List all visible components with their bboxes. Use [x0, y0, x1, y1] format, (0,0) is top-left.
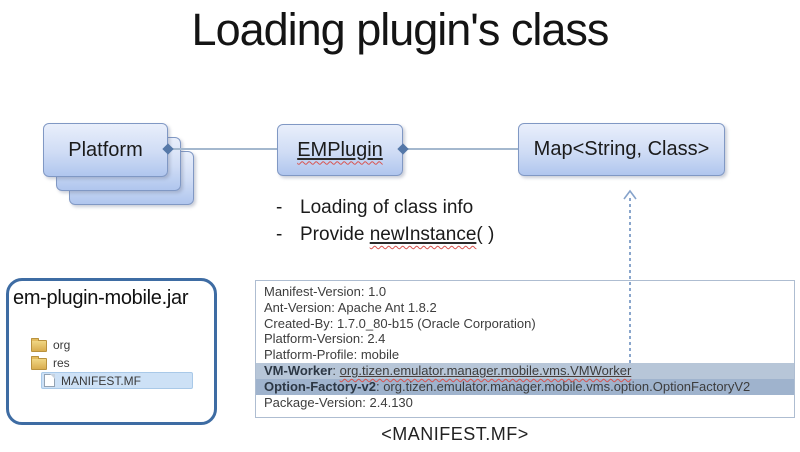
file-icon	[44, 374, 55, 387]
connector-platform-emplugin	[168, 148, 277, 150]
emplugin-underline: EMPlugin	[297, 138, 383, 161]
file-row: org	[31, 336, 207, 354]
manifest-row-value: 1.7.0_80-b15 (Oracle Corporation)	[336, 315, 536, 331]
manifest-row: Ant-Version: Apache Ant 1.8.2	[264, 299, 437, 315]
newinstance-underlined: newInstance	[369, 224, 477, 245]
manifest-row-value: org.tizen.emulator.manager.mobile.vms.VM…	[339, 362, 632, 378]
slide-title: Loading plugin's class	[191, 4, 610, 55]
manifest-row: Package-Version: 2.4.130	[264, 394, 413, 410]
manifest-row-value: org.tizen.emulator.manager.mobile.vms.op…	[383, 378, 751, 394]
emplugin-node-label: EMPlugin	[278, 125, 402, 175]
file-name: res	[53, 356, 70, 370]
manifest-row-label: Platform-Version	[264, 331, 361, 347]
bullet-text: Loading of class info	[300, 197, 474, 218]
manifest-row-label: Platform-Profile	[264, 347, 354, 363]
map-node-label: Map<String, Class>	[533, 138, 710, 160]
bullet-item: - Provide newInstance( )	[276, 221, 494, 248]
folder-icon	[31, 356, 47, 370]
file-name: org	[53, 338, 71, 352]
jar-panel-title: em-plugin-mobile.jar	[13, 287, 189, 309]
manifest-row: Option-Factory-v2: org.tizen.emulator.ma…	[256, 378, 794, 395]
folder-icon	[31, 338, 47, 352]
map-node: Map<String, Class>	[518, 123, 725, 176]
connector-emplugin-map	[403, 148, 518, 150]
manifest-row-label: Manifest-Version	[264, 284, 361, 299]
manifest-row-label: Package-Version	[264, 394, 363, 410]
manifest-row: VM-Worker: org.tizen.emulator.manager.mo…	[256, 362, 794, 379]
platform-node: Platform	[43, 123, 168, 177]
manifest-row-label: Created-By	[264, 315, 330, 331]
emplugin-node: EMPlugin	[277, 124, 403, 176]
manifest-row-value: mobile	[360, 347, 400, 363]
manifest-row: Platform-Version: 2.4	[264, 331, 386, 347]
dashed-arrow	[629, 198, 631, 363]
platform-node-label: Platform	[68, 138, 143, 161]
manifest-row: Manifest-Version: 1.0	[264, 284, 387, 299]
manifest-row-value: 1.0	[368, 284, 387, 299]
manifest-row-value: Apache Ant 1.8.2	[337, 299, 437, 315]
manifest-row-value: 2.4.130	[369, 394, 413, 410]
manifest-row-value: 2.4	[367, 331, 386, 347]
bullet-dash: -	[276, 197, 283, 218]
file-name: MANIFEST.MF	[61, 373, 141, 388]
arrow-up-icon	[623, 189, 637, 200]
bullet-list: - Loading of class info - Provide newIns…	[276, 194, 494, 248]
manifest-row-label: Ant-Version	[264, 299, 332, 315]
manifest-row: Platform-Profile: mobile	[264, 347, 400, 363]
manifest-row-label: Option-Factory-v2	[264, 378, 376, 394]
bullet-item: - Loading of class info	[276, 194, 494, 221]
manifest-row: Created-By: 1.7.0_80-b15 (Oracle Corpora…	[264, 315, 536, 331]
file-row: MANIFEST.MF	[41, 372, 193, 389]
bullet-text: Provide newInstance( )	[300, 224, 495, 245]
manifest-caption: <MANIFEST.MF>	[381, 424, 529, 444]
file-row: res	[31, 354, 207, 372]
bullet-dash: -	[276, 224, 283, 245]
manifest-row-label: VM-Worker	[264, 362, 333, 378]
